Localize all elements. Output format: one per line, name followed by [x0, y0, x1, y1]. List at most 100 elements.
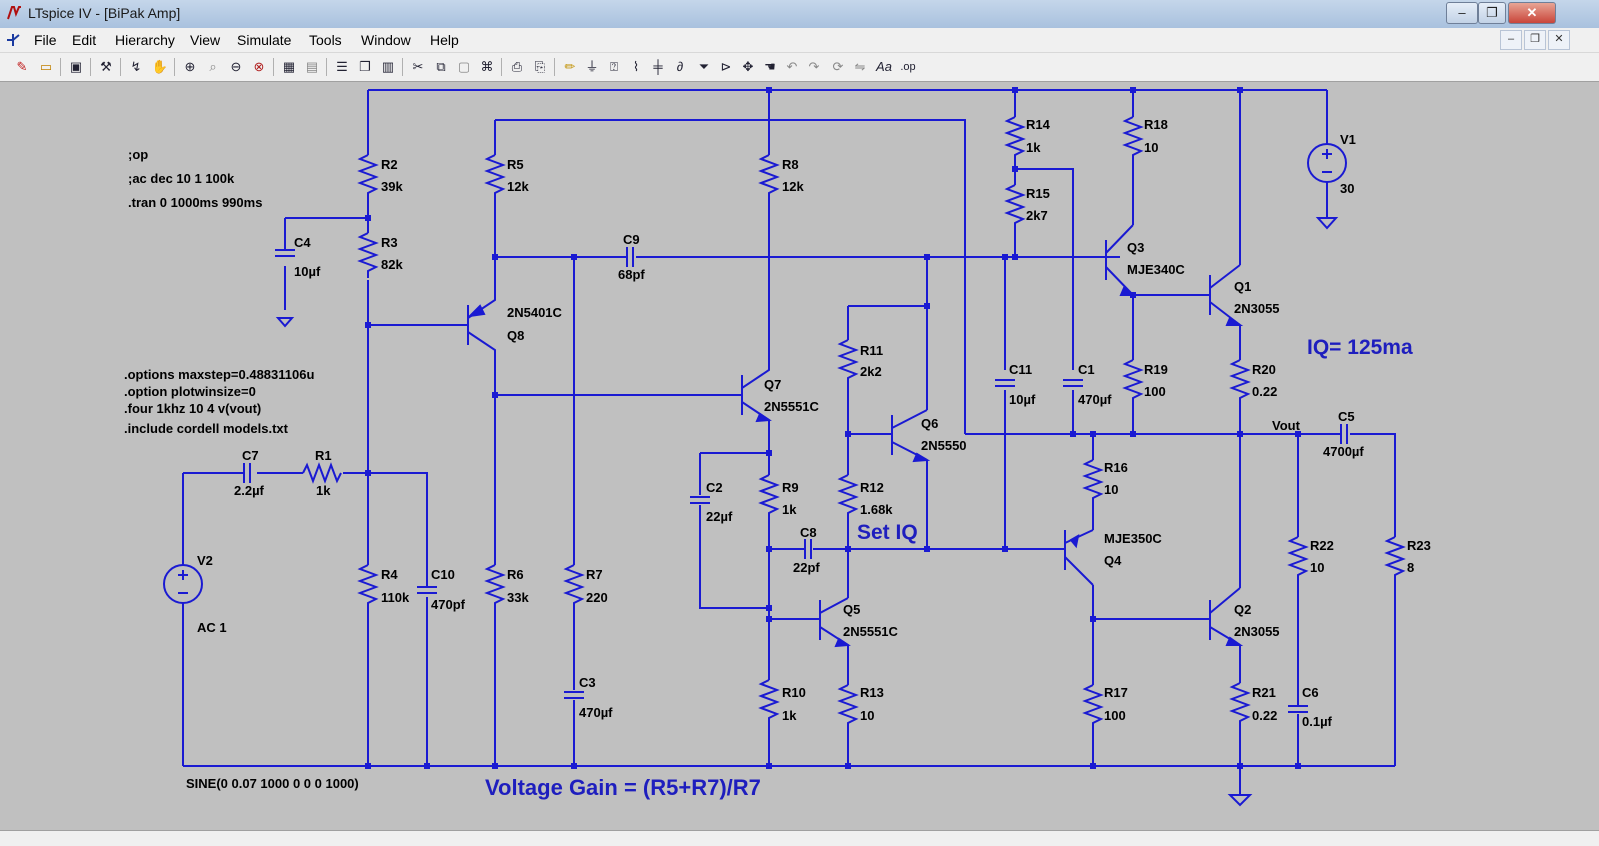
r10-symbol	[758, 679, 780, 725]
r1-value: 1k	[316, 483, 331, 498]
rotate-icon[interactable]: ⟳	[832, 59, 844, 74]
r7-symbol	[563, 564, 585, 610]
r5-name: R5	[507, 157, 524, 172]
grid-icon[interactable]: ▤	[305, 59, 319, 74]
c5-value: 4700µf	[1323, 444, 1364, 459]
capacitor-symbols	[243, 247, 1348, 713]
pan-icon[interactable]: ⌕	[209, 59, 217, 74]
minimize-window-button[interactable]: –	[1446, 2, 1478, 24]
cut-icon[interactable]: ✂	[412, 59, 424, 74]
cascade-icon[interactable]: ❐	[359, 59, 371, 74]
r10-value: 1k	[782, 708, 797, 723]
r6-value: 33k	[507, 590, 529, 605]
menu-window[interactable]: Window	[361, 32, 411, 48]
q8-model: 2N5401C	[507, 305, 563, 320]
ground-v1	[1315, 217, 1339, 230]
r23-symbol	[1384, 536, 1406, 582]
r19-value: 100	[1144, 384, 1166, 399]
q7-symbol	[741, 368, 772, 425]
r17-value: 100	[1104, 708, 1126, 723]
paste-icon[interactable]: ▢	[457, 59, 471, 74]
ltspice-logo-icon	[7, 6, 21, 20]
r6-symbol	[484, 564, 506, 610]
capacitor-icon[interactable]: ╪	[653, 59, 663, 74]
r15-name: R15	[1026, 186, 1050, 201]
menu-edit[interactable]: Edit	[72, 32, 97, 48]
c6-name: C6	[1302, 685, 1319, 700]
print-preview-icon[interactable]: ⎙	[511, 59, 523, 74]
zoom-fit-icon[interactable]: ⊗	[253, 59, 265, 74]
r5-symbol	[484, 154, 506, 200]
r21-value: 0.22	[1252, 708, 1277, 723]
c11-name: C11	[1009, 362, 1032, 377]
ground-icon[interactable]: ⏚	[585, 59, 599, 74]
r8-symbol	[758, 154, 780, 200]
diode-icon[interactable]: ⏷	[698, 59, 710, 74]
close-window-button[interactable]: ✕	[1508, 2, 1556, 24]
menu-hierarchy[interactable]: Hierarchy	[115, 32, 175, 48]
window-title: LTspice IV - [BiPak Amp]	[28, 5, 181, 21]
redo-icon[interactable]: ↷	[808, 59, 820, 74]
save-icon[interactable]: ▣	[69, 59, 83, 74]
title-bar: LTspice IV - [BiPak Amp] – ❐ ✕	[0, 0, 1599, 29]
directive-op: ;op	[128, 147, 148, 162]
zoom-in-icon[interactable]: ⊕	[184, 59, 196, 74]
open-folder-icon[interactable]: ▭	[39, 59, 53, 74]
annotations: IQ= 125ma Set IQ Voltage Gain = (R5+R7)/…	[485, 336, 1413, 800]
spice-directive-icon[interactable]: .op	[900, 61, 916, 73]
control-panel-icon[interactable]: ⚒	[100, 59, 112, 74]
inductor-icon[interactable]: ∂	[676, 59, 684, 74]
menu-simulate[interactable]: Simulate	[237, 32, 292, 48]
r2-value: 39k	[381, 179, 403, 194]
maximize-window-button[interactable]: ❐	[1478, 2, 1506, 24]
status-bar	[0, 830, 1599, 846]
r13-symbol	[837, 684, 859, 730]
menu-view[interactable]: View	[190, 32, 221, 48]
v2-value: AC 1	[197, 620, 227, 635]
component-icon[interactable]: ⊳	[720, 59, 732, 74]
transistor-symbols	[467, 224, 1244, 650]
c1-value: 470µf	[1078, 392, 1112, 407]
r14-name: R14	[1026, 117, 1051, 132]
menu-file[interactable]: File	[34, 32, 57, 48]
undo-icon[interactable]: ↶	[786, 59, 798, 74]
mirror-icon[interactable]: ⇋	[854, 59, 866, 74]
r7-value: 220	[586, 590, 608, 605]
text-icon[interactable]: Aa	[876, 59, 892, 74]
draw-wire-icon[interactable]: ✏	[564, 59, 576, 74]
r13-name: R13	[860, 685, 884, 700]
resistor-symbols	[302, 116, 1406, 730]
schematic-canvas[interactable]: ;op ;ac dec 10 1 100k .tran 0 1000ms 990…	[0, 82, 1599, 830]
autorange-icon[interactable]: ▦	[282, 59, 296, 74]
zoom-out-icon[interactable]: ⊖	[230, 59, 242, 74]
junction-dots	[365, 87, 1301, 769]
tile-horizontal-icon[interactable]: ☰	[336, 59, 348, 74]
menu-tools[interactable]: Tools	[309, 32, 342, 48]
menu-help[interactable]: Help	[430, 32, 459, 48]
q4-model: MJE350C	[1104, 531, 1162, 546]
mdi-close-button[interactable]: ✕	[1548, 30, 1570, 50]
c8-name: C8	[800, 525, 817, 540]
print-icon[interactable]: ⎘	[534, 59, 546, 74]
new-schematic-icon[interactable]: ✎	[16, 59, 28, 74]
halt-icon[interactable]: ✋	[151, 59, 169, 74]
ground-c4	[275, 317, 295, 328]
mdi-restore-button[interactable]: ❐	[1524, 30, 1546, 50]
run-icon[interactable]: ↯	[130, 59, 142, 74]
c8-value: 22pf	[793, 560, 820, 575]
copy-icon[interactable]: ⧉	[436, 59, 446, 74]
c3-value: 470µf	[579, 705, 613, 720]
drag-icon[interactable]: ☚	[764, 59, 776, 74]
r4-name: R4	[381, 567, 398, 582]
mdi-minimize-button[interactable]: –	[1500, 30, 1522, 50]
find-icon[interactable]: ⌘	[480, 59, 494, 74]
move-icon[interactable]: ✥	[742, 59, 754, 74]
label-net-icon[interactable]: ⍰	[610, 59, 618, 74]
r14-symbol	[1004, 116, 1026, 162]
q6-model: 2N5550	[921, 438, 967, 453]
q1-model: 2N3055	[1234, 301, 1280, 316]
c2-name: C2	[706, 480, 723, 495]
tile-vertical-icon[interactable]: ▥	[381, 59, 395, 74]
q8-name: Q8	[507, 328, 524, 343]
resistor-icon[interactable]: ⌇	[632, 59, 640, 74]
